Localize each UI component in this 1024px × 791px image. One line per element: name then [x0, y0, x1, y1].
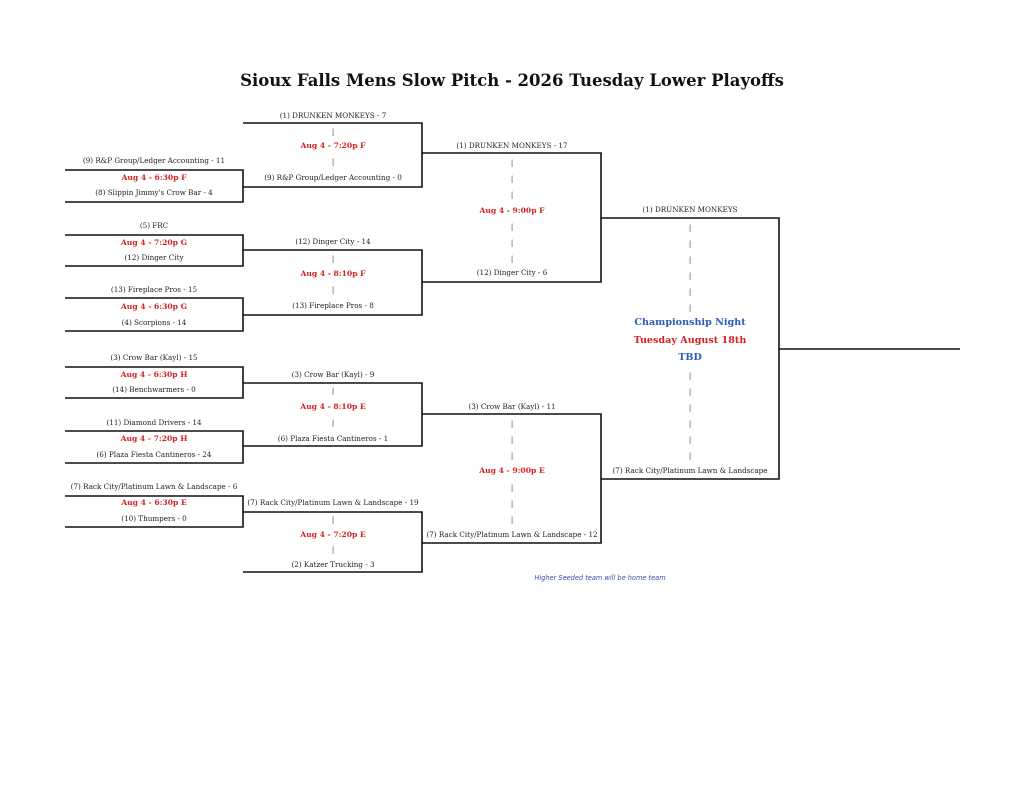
final-pipe: |	[688, 256, 692, 264]
r3-g2-top-team: (3) Crow Bar (Kayl) - 11	[468, 402, 556, 411]
r2-g1-pipe: |	[331, 158, 335, 166]
r3-g2-pipe: |	[510, 436, 514, 444]
r2-g1-pipe: |	[331, 128, 335, 136]
home-team-note: Higher Seeded team will be home team	[534, 574, 666, 582]
final-pipe: |	[688, 288, 692, 296]
r1-g1-bottom-team: (8) Slippin Jimmy's Crow Bar - 4	[95, 188, 213, 197]
r2-g1-bottom-team: (9) R&P Group/Ledger Accounting - 0	[264, 173, 402, 182]
r1-g2-top-team: (5) FRC	[139, 221, 169, 230]
r2-g2-bottom-team: (13) Fireplace Pros - 8	[292, 301, 374, 310]
r3-g2-pipe: |	[510, 420, 514, 428]
r2-g4-pipe: |	[331, 546, 335, 554]
r2-g2-pipe: |	[331, 286, 335, 294]
r3-g1-pipe: |	[510, 191, 514, 199]
final-top-team: (1) DRUNKEN MONKEYS	[642, 205, 738, 214]
r1-g6-time: Aug 4 - 6:30p E	[121, 498, 187, 507]
r3-g1-time: Aug 4 - 9:00p F	[479, 206, 545, 215]
r2-g2-top-team: (12) Dinger City - 14	[295, 237, 371, 246]
r3-g1-pipe: |	[510, 255, 514, 263]
r2-g4-top-team: (7) Rack City/Platinum Lawn & Landscape …	[247, 498, 419, 507]
r3-g2-pipe: |	[510, 500, 514, 508]
r1-g6-top-team: (7) Rack City/Platinum Lawn & Landscape …	[70, 482, 238, 491]
r2-g2-pipe: |	[331, 255, 335, 263]
r2-g3-pipe: |	[331, 387, 335, 395]
r1-g4-bottom-team: (14) Benchwarmers - 0	[112, 385, 196, 394]
final-pipe: |	[688, 404, 692, 412]
r1-g3-bottom-team: (4) Scorpions - 14	[121, 318, 187, 327]
r3-g1-pipe: |	[510, 175, 514, 183]
r1-g2-time: Aug 4 - 7:20p G	[120, 238, 188, 247]
r3-g2-pipe: |	[510, 452, 514, 460]
final-bottom-team: (7) Rack City/Platinum Lawn & Landscape	[612, 466, 768, 475]
r2-g3-top-team: (3) Crow Bar (Kayl) - 9	[291, 370, 375, 379]
r2-g2-time: Aug 4 - 8:10p F	[300, 269, 366, 278]
final-pipe: |	[688, 436, 692, 444]
r3-g1-pipe: |	[510, 223, 514, 231]
r1-g1-time: Aug 4 - 6:30p F	[121, 173, 187, 182]
r2-g3-pipe: |	[331, 419, 335, 427]
r1-g4-top-team: (3) Crow Bar (Kayl) - 15	[110, 353, 198, 362]
final-pipe: |	[688, 452, 692, 460]
r2-g4-time: Aug 4 - 7:20p E	[300, 530, 366, 539]
final-pipe: |	[688, 240, 692, 248]
r2-g1-bracket	[243, 122, 423, 188]
r3-g1-bottom-team: (12) Dinger City - 6	[476, 268, 548, 277]
final-pipe: |	[688, 272, 692, 280]
final-pipe: |	[688, 224, 692, 232]
r3-g2-pipe: |	[510, 484, 514, 492]
page-title: Sioux Falls Mens Slow Pitch - 2026 Tuesd…	[240, 71, 784, 90]
r1-g5-time: Aug 4 - 7:20p H	[120, 434, 188, 443]
r1-g3-top-team: (13) Fireplace Pros - 15	[110, 285, 198, 294]
r2-g1-time: Aug 4 - 7:20p F	[300, 141, 366, 150]
r2-g3-time: Aug 4 - 8:10p E	[300, 402, 366, 411]
r3-g1-pipe: |	[510, 239, 514, 247]
r2-g1-top-team: (1) DRUNKEN MONKEYS - 7	[279, 111, 387, 120]
r1-g4-time: Aug 4 - 6:30p H	[120, 370, 188, 379]
r1-g5-bottom-team: (6) Plaza Fiesta Cantineros - 24	[96, 450, 212, 459]
r1-g3-time: Aug 4 - 6:30p G	[120, 302, 188, 311]
championship-night-label: Championship Night	[634, 317, 746, 328]
r1-g1-top-team: (9) R&P Group/Ledger Accounting - 11	[82, 156, 226, 165]
r3-g2-pipe: |	[510, 516, 514, 524]
r3-g1-pipe: |	[510, 159, 514, 167]
championship-date: Tuesday August 18th	[633, 335, 747, 346]
r1-g1-bracket	[65, 169, 244, 203]
r1-g6-bottom-team: (10) Thumpers - 0	[121, 514, 187, 523]
r3-g2-time: Aug 4 - 9:00p E	[479, 466, 545, 475]
r2-g4-bracket	[243, 511, 423, 573]
r1-g5-top-team: (11) Diamond Drivers - 14	[106, 418, 202, 427]
r3-g2-bottom-team: (7) Rack City/Platinum Lawn & Landscape …	[426, 530, 598, 539]
final-pipe: |	[688, 388, 692, 396]
final-pipe: |	[688, 304, 692, 312]
r3-g1-top-team: (1) DRUNKEN MONKEYS - 17	[456, 141, 568, 150]
final-pipe: |	[688, 372, 692, 380]
r2-g3-bottom-team: (6) Plaza Fiesta Cantineros - 1	[277, 434, 389, 443]
r2-g4-pipe: |	[331, 516, 335, 524]
final-pipe: |	[688, 420, 692, 428]
r1-g5-bracket	[65, 430, 244, 464]
r2-g4-bottom-team: (2) Katzer Trucking - 3	[291, 560, 375, 569]
championship-time: TBD	[678, 352, 702, 363]
r1-g2-bottom-team: (12) Dinger City	[124, 253, 184, 262]
